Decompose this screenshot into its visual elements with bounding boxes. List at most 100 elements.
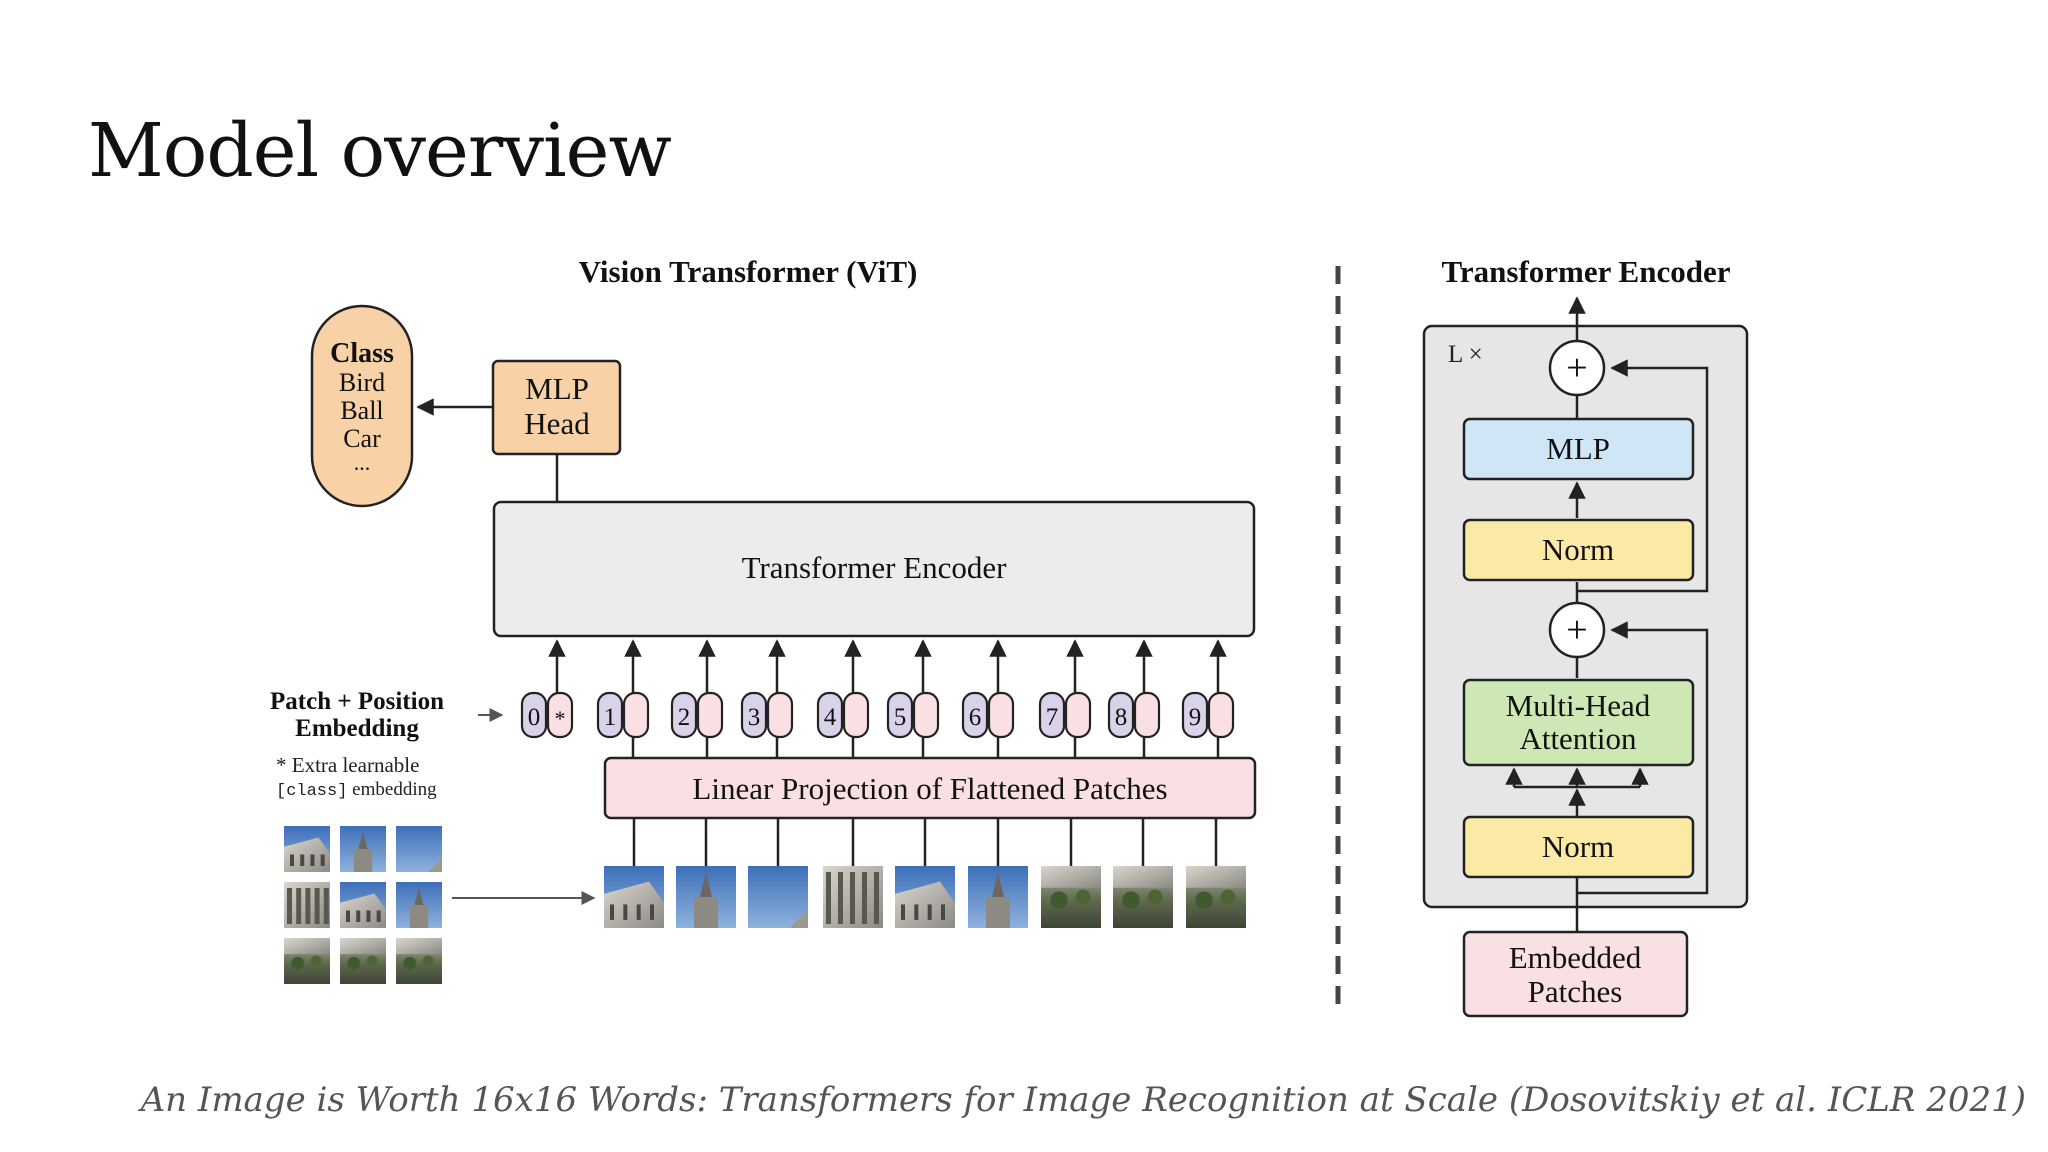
mlp-box: MLP (1462, 417, 1695, 481)
image-patch (284, 826, 330, 872)
position-embedding (961, 691, 989, 739)
embedded-label-line: Patches (1528, 974, 1623, 1009)
position-index: 0 (528, 704, 541, 731)
token-pair: 4 (816, 639, 870, 739)
norm-box-top: Norm (1462, 518, 1695, 582)
patch-embedding (546, 691, 574, 739)
position-index: 4 (824, 704, 837, 731)
linear-projection-box: Linear Projection of Flattened Patches (603, 756, 1257, 820)
image-patch (1113, 866, 1173, 928)
position-index: 8 (1115, 704, 1128, 731)
image-patch (284, 938, 330, 984)
encoder-detail-title: Transformer Encoder (1442, 254, 1731, 289)
encoder-label: Transformer Encoder (742, 550, 1008, 585)
extra-note-line: * Extra learnable (276, 753, 419, 777)
citation-caption: An Image is Worth 16x16 Words: Transform… (140, 1080, 2026, 1120)
position-index: 5 (894, 704, 907, 731)
class-item: Ball (340, 396, 383, 425)
attention-label-line: Multi-Head (1506, 688, 1651, 723)
patch-embedding (766, 691, 794, 739)
position-embedding (670, 691, 698, 739)
position-embedding (1038, 691, 1066, 739)
position-index: 9 (1189, 704, 1202, 731)
patch-embedding (696, 691, 724, 739)
patch-input-lines (631, 737, 1220, 866)
class-code: [class] (276, 782, 347, 801)
embedded-label-line: Embedded (1509, 940, 1642, 975)
class-token-mark: * (555, 706, 566, 731)
extra-note-rest: embedding (347, 779, 437, 800)
token-pair: 0* (520, 639, 574, 739)
image-patch (604, 866, 664, 928)
position-index: 1 (604, 704, 617, 731)
image-patch (396, 938, 442, 984)
image-patch (823, 866, 883, 928)
token-pair: 5 (886, 639, 940, 739)
image-patch (340, 938, 386, 984)
residual-add-top: + (1548, 339, 1606, 397)
mlp-head-line: MLP (525, 371, 589, 406)
token-pair: 6 (961, 639, 1015, 739)
image-patch (340, 826, 386, 872)
class-output-box: Class Bird Ball Car ... (310, 304, 414, 508)
extra-note-line: [class] embedding (276, 779, 437, 801)
token-pair: 7 (1038, 639, 1092, 739)
mlp-label: MLP (1546, 431, 1610, 466)
norm-box-bottom: Norm (1462, 815, 1695, 879)
token-pair: 1 (596, 639, 650, 739)
class-item: Bird (339, 368, 385, 397)
patch-embedding (987, 691, 1015, 739)
image-patch (968, 866, 1028, 928)
patch-sequence (604, 866, 1246, 928)
patch-embedding (842, 691, 870, 739)
transformer-encoder-box: Transformer Encoder (492, 500, 1256, 638)
token-pair: 9 (1181, 639, 1235, 739)
norm-label: Norm (1542, 829, 1614, 864)
image-patch (676, 866, 736, 928)
patch-embedding (1207, 691, 1235, 739)
embedding-label-line: Embedding (295, 715, 419, 742)
token-pair: 8 (1107, 639, 1161, 739)
vit-title: Vision Transformer (ViT) (579, 254, 918, 289)
residual-add-bottom: + (1548, 601, 1606, 659)
residual-connection-2 (1577, 359, 1709, 593)
position-embedding (1181, 691, 1209, 739)
position-embedding (816, 691, 844, 739)
plus-symbol: + (1566, 609, 1587, 651)
residual-connection-1 (1577, 621, 1709, 895)
multi-head-attention-box: Multi-Head Attention (1462, 678, 1695, 767)
repeat-label: L × (1448, 341, 1483, 368)
embedding-label-line: Patch + Position (270, 688, 444, 715)
token-pair: 3 (740, 639, 794, 739)
patch-embedding (1133, 691, 1161, 739)
patch-embedding (1064, 691, 1092, 739)
patch-embedding (622, 691, 650, 739)
position-index: 7 (1046, 704, 1059, 731)
position-index: 6 (969, 704, 982, 731)
plus-symbol: + (1566, 347, 1587, 389)
position-embedding (1107, 691, 1135, 739)
position-embedding (596, 691, 624, 739)
position-embedding (886, 691, 914, 739)
mlp-head-line: Head (524, 406, 590, 441)
token-pair: 2 (670, 639, 724, 739)
class-heading: Class (330, 338, 394, 369)
class-item: Car (343, 424, 381, 453)
image-patch (396, 826, 442, 872)
norm-label: Norm (1542, 532, 1614, 567)
image-patch (748, 866, 808, 928)
attention-label-line: Attention (1519, 721, 1637, 756)
class-item: ... (354, 450, 371, 475)
image-patch (1186, 866, 1246, 928)
image-patch (284, 882, 330, 928)
image-patch (340, 882, 386, 928)
position-embedding (520, 691, 548, 739)
image-patch (1041, 866, 1101, 928)
mlp-head-box: MLP Head (491, 359, 622, 456)
image-patch (396, 882, 442, 928)
position-embedding (740, 691, 768, 739)
patch-embedding (912, 691, 940, 739)
image-patch (895, 866, 955, 928)
